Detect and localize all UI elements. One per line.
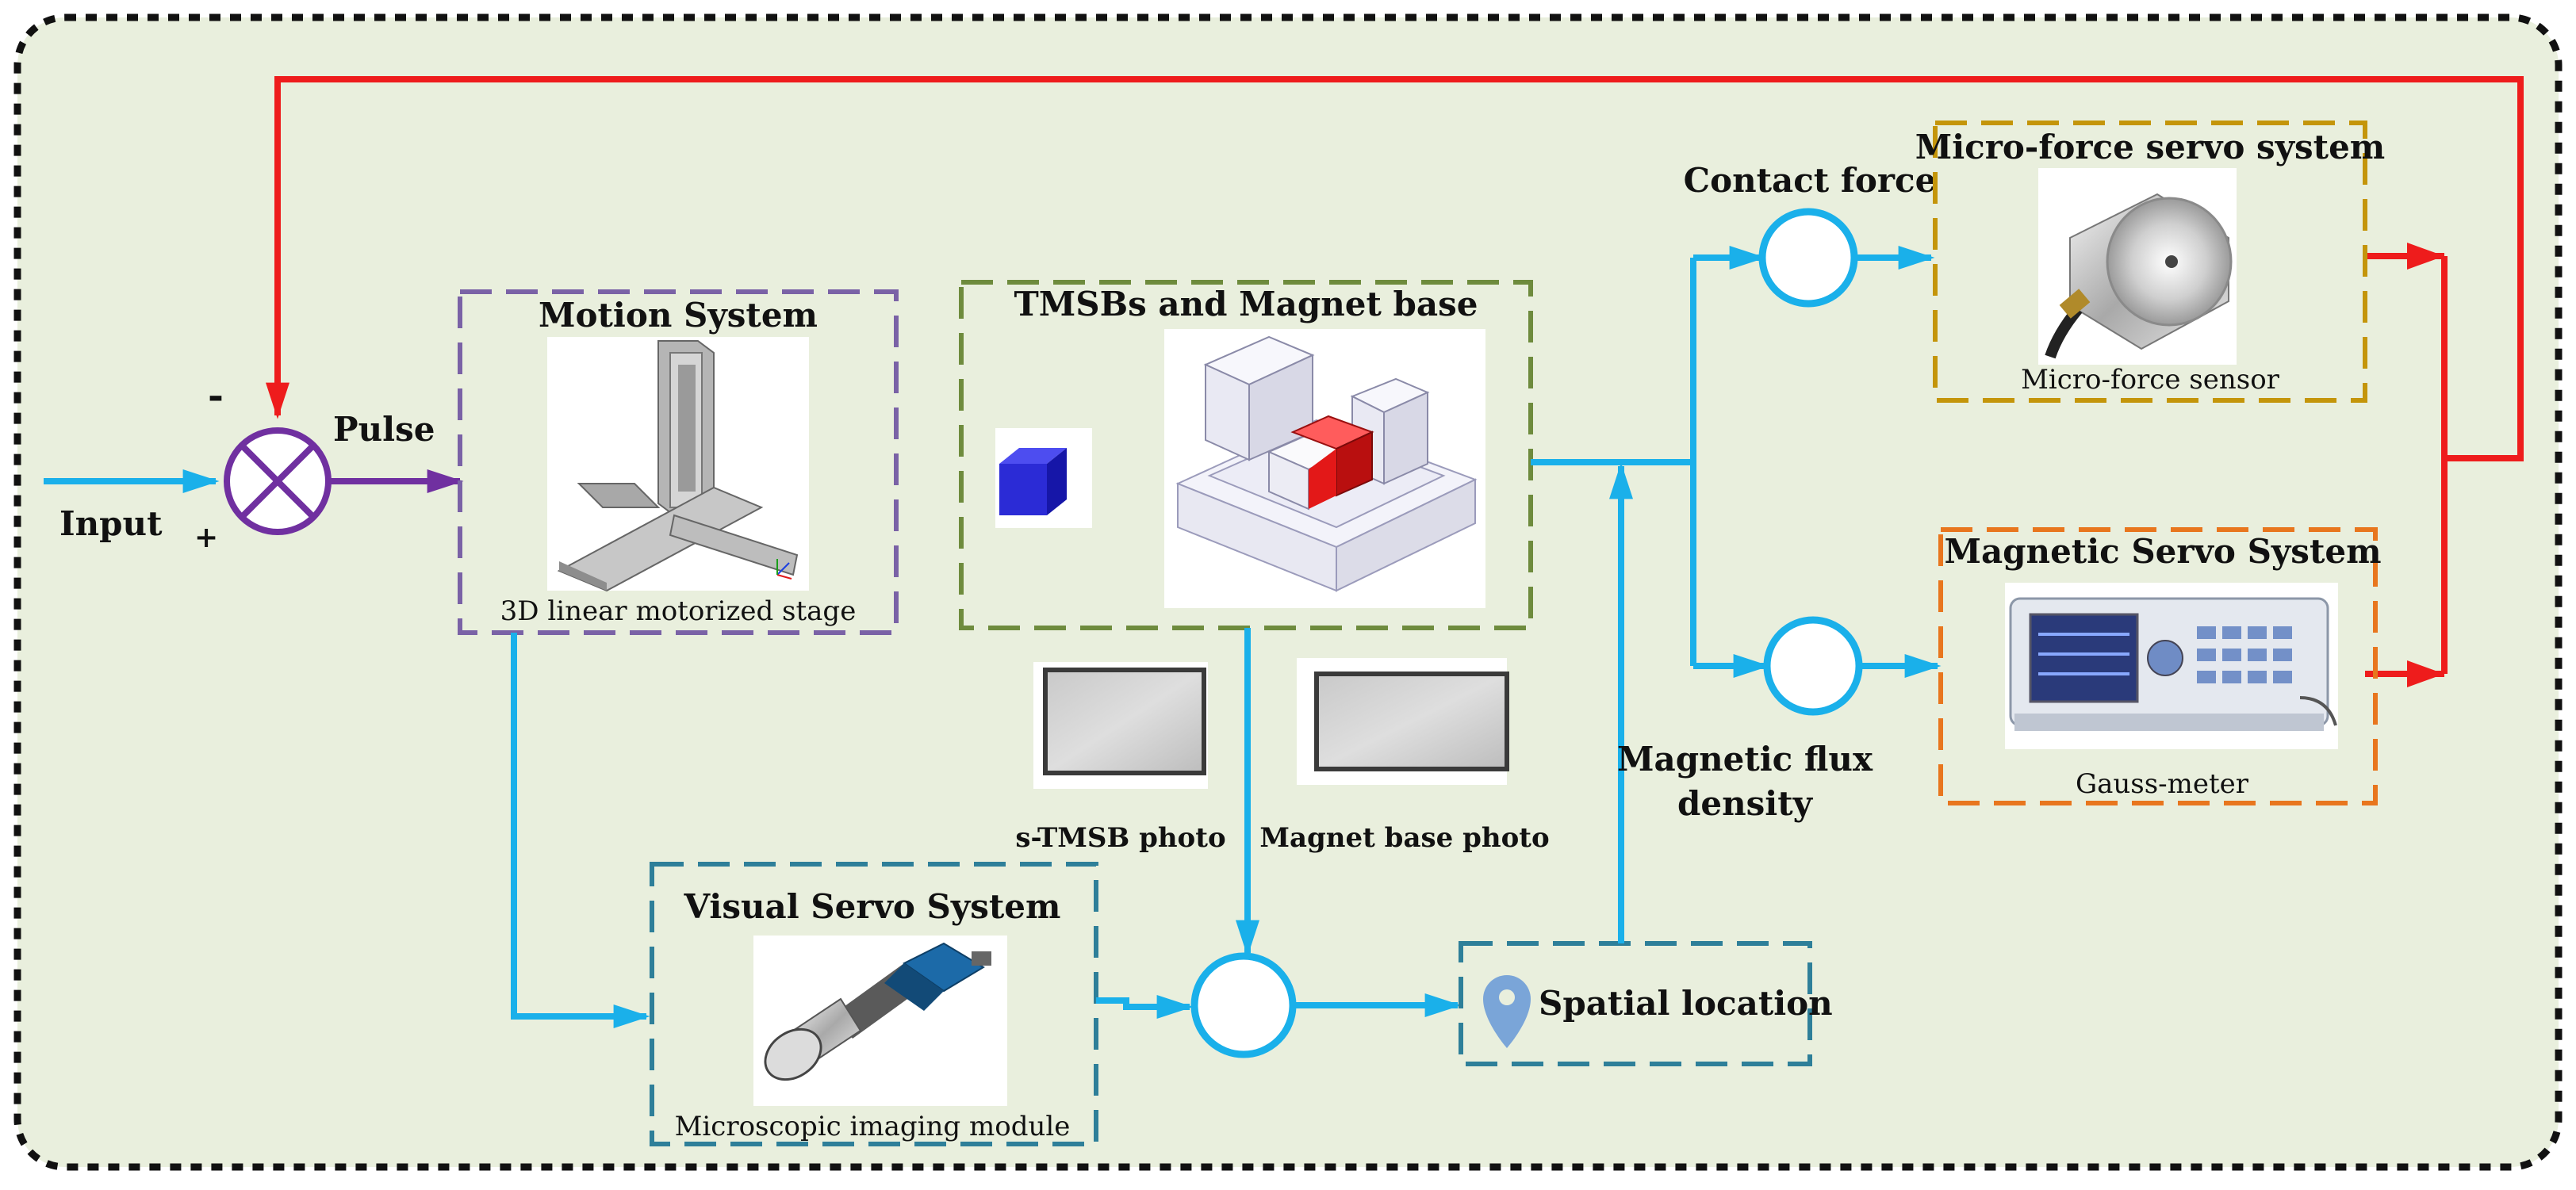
contact-force-junction bbox=[1758, 208, 1858, 308]
pulse-label: Pulse bbox=[333, 410, 435, 449]
spatial-location-box bbox=[1459, 941, 1812, 1066]
force-sensor-icon bbox=[2038, 168, 2237, 365]
visual-to-sum-arrow bbox=[1096, 995, 1194, 1019]
magnet-base-photo-label: Magnet base photo bbox=[1259, 822, 1549, 854]
minus-sign: - bbox=[208, 373, 224, 418]
micro-force-title: Micro-force servo system bbox=[1915, 128, 2386, 166]
gauss-meter-icon bbox=[2005, 583, 2338, 749]
visual-servo-caption: Microscopic imaging module bbox=[675, 1111, 1071, 1142]
tmsb-system-title: TMSBs and Magnet base bbox=[1014, 285, 1478, 323]
s-tmsb-photo-label: s-TMSB photo bbox=[1015, 822, 1225, 854]
red-arrowhead-lower bbox=[2407, 660, 2444, 687]
summing-junction-icon bbox=[224, 427, 332, 535]
plus-sign: + bbox=[194, 521, 218, 554]
photo-sum-junction bbox=[1190, 952, 1297, 1058]
red-arrowhead-upper bbox=[2407, 243, 2444, 270]
motion-system-caption: 3D linear motorized stage bbox=[500, 595, 857, 627]
s-tmsb-photo-image bbox=[1033, 662, 1208, 789]
motor-stage-icon bbox=[547, 337, 809, 592]
camera-icon bbox=[753, 936, 1007, 1106]
micro-force-caption: Micro-force sensor bbox=[2021, 364, 2280, 396]
tmsb-cube-icon bbox=[995, 428, 1092, 528]
magnet-base-model-icon bbox=[1164, 329, 1485, 608]
magnetic-flux-label-line1: Magnetic flux bbox=[1617, 740, 1873, 779]
flux-junction bbox=[1763, 616, 1863, 716]
visual-servo-title: Visual Servo System bbox=[684, 887, 1061, 926]
motion-system-box bbox=[458, 289, 899, 635]
magnetic-servo-box bbox=[1938, 527, 2378, 805]
spatial-location-label: Spatial location bbox=[1539, 984, 1833, 1023]
input-label: Input bbox=[59, 504, 163, 543]
motion-system-title: Motion System bbox=[539, 296, 818, 335]
contact-force-label: Contact force bbox=[1684, 161, 1937, 200]
motion-to-visual-arrow bbox=[511, 633, 650, 1028]
magnetic-flux-label-line2: density bbox=[1677, 784, 1814, 823]
magnetic-servo-title: Magnetic Servo System bbox=[1944, 532, 2381, 571]
visual-servo-box bbox=[650, 862, 1098, 1146]
magnet-base-photo-image bbox=[1297, 658, 1509, 785]
magnetic-servo-caption: Gauss-meter bbox=[2076, 768, 2249, 800]
map-pin-icon bbox=[1483, 975, 1531, 1048]
micro-force-box bbox=[1933, 121, 2367, 403]
